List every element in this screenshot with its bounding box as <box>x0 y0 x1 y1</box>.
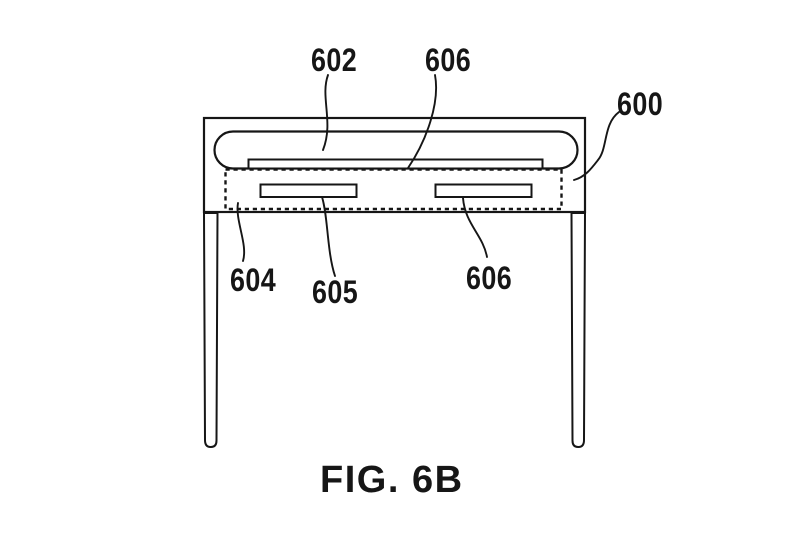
dashed-component-region <box>224 168 563 211</box>
ref-label-606-top: 606 <box>425 42 472 78</box>
leader-line-600 <box>573 111 620 181</box>
figure-caption: FIG. 6B <box>320 459 464 501</box>
leader-line-606-top <box>407 74 437 169</box>
leader-line-604 <box>236 202 246 262</box>
leader-line-605 <box>321 196 336 277</box>
table-leg-left <box>202 212 219 448</box>
leader-line-602 <box>322 74 329 151</box>
ref-label-605: 605 <box>312 274 359 310</box>
ref-label-606-bottom: 606 <box>466 260 513 296</box>
ref-label-600: 600 <box>617 86 664 122</box>
component-left-rect <box>259 183 358 198</box>
leader-line-606-bottom <box>462 197 488 258</box>
component-right-rect <box>434 183 533 198</box>
ref-label-602: 602 <box>311 42 358 78</box>
display-strip-bar <box>247 158 544 170</box>
table-leg-right <box>570 212 587 448</box>
ref-label-604: 604 <box>230 262 277 298</box>
